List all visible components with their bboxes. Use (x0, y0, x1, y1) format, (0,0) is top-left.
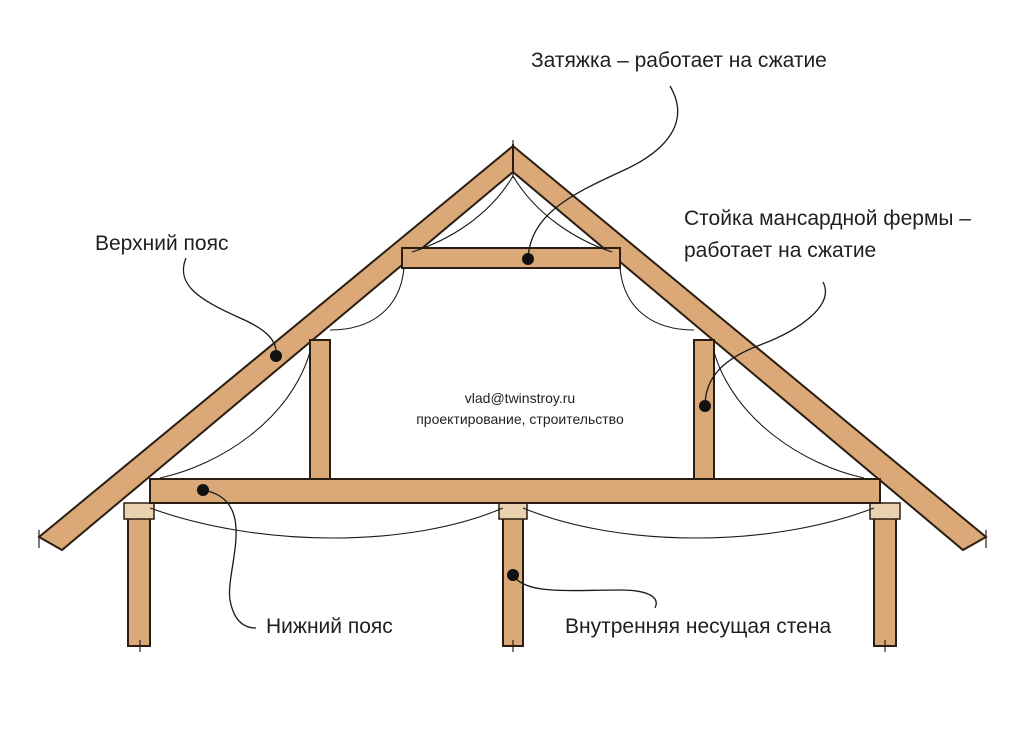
label-top-chord: Верхний пояс (95, 232, 228, 255)
watermark-tagline: проектирование, строительство (416, 411, 624, 427)
dot-bottom-chord (197, 484, 209, 496)
leader-top-chord (182, 257, 277, 357)
left-wall-post (127, 507, 151, 647)
label-tie-beam: Затяжка – работает на сжатие (531, 49, 827, 72)
dot-top-chord (270, 350, 282, 362)
label-inner-wall: Внутренняя несущая стена (565, 615, 831, 638)
dot-tie-beam (522, 253, 534, 265)
leader-inner-wall (512, 574, 657, 609)
collar-tie-beam (401, 247, 621, 269)
left-wall-plate (123, 502, 155, 520)
right-lower-curve (713, 351, 865, 479)
bottom-chord-beam (149, 478, 881, 504)
left-lower-curve (159, 351, 311, 479)
ridge-curve-right (512, 175, 613, 253)
ridge-curve-left (411, 175, 514, 253)
left-mansard-post (309, 339, 331, 480)
inner-wall-plate (498, 502, 528, 520)
leader-tie-beam (527, 85, 679, 260)
right-wall-plate (869, 502, 901, 520)
label-mansard-post-line1: Стойка мансардной фермы – (684, 207, 971, 230)
watermark-email: vlad@twinstroy.ru (465, 390, 575, 406)
label-bottom-chord: Нижний пояс (266, 615, 393, 638)
right-wall-post (873, 507, 897, 647)
floor-sag-left (149, 507, 504, 539)
floor-sag-right (522, 507, 875, 539)
left-knee-curve (329, 267, 405, 331)
label-mansard-post-line2: работает на сжатие (684, 239, 876, 262)
leader-bottom-chord (202, 489, 257, 629)
end-ticks (38, 530, 987, 652)
dot-inner-wall (507, 569, 519, 581)
leader-mansard-post (704, 281, 826, 407)
dot-mansard-post (699, 400, 711, 412)
right-knee-curve (619, 267, 695, 331)
